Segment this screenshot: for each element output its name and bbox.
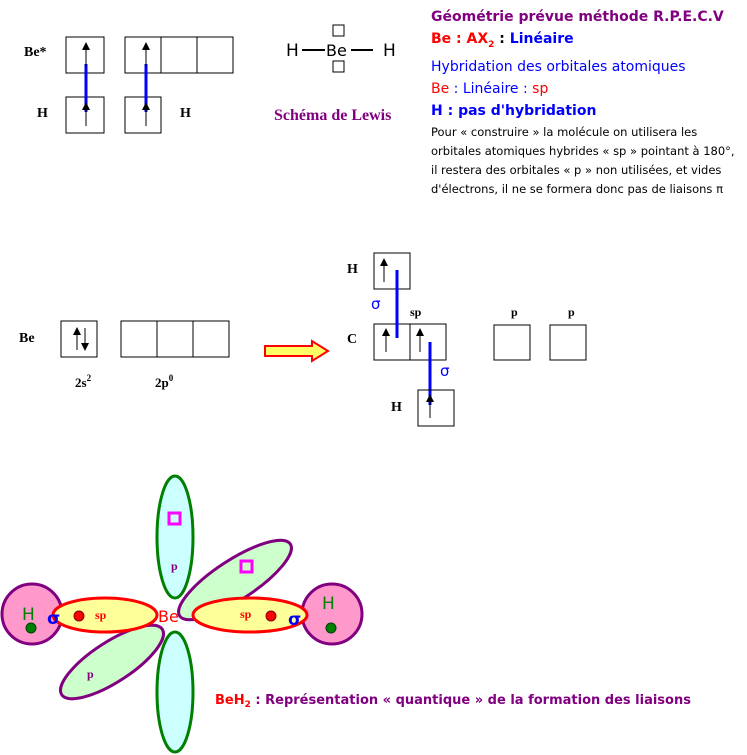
- empty-square-icon: [167, 511, 182, 526]
- 2s-box: [60, 320, 98, 358]
- lewis-caption: Schéma de Lewis: [274, 107, 391, 124]
- sp-orbital-right: [191, 596, 309, 634]
- sp-orbital-left: [51, 596, 159, 634]
- h-bottom-label: H: [391, 400, 402, 415]
- be-2p-box-1: [124, 36, 162, 74]
- info-line4: H : pas d'hybridation: [431, 102, 597, 119]
- p-orbital-bottom: [155, 630, 195, 754]
- sp-label: sp: [410, 305, 422, 319]
- 2p-sup: 0: [169, 373, 174, 383]
- h-left-label: H: [22, 605, 35, 625]
- p-bottom-label: p: [87, 667, 94, 681]
- lewis-h1: H: [286, 41, 299, 61]
- sigma-label: σ: [371, 295, 381, 313]
- sigma-left: σ: [47, 609, 60, 629]
- electron-dot: [325, 622, 337, 634]
- electron-dot: [73, 610, 85, 622]
- h-box-right: [124, 96, 162, 134]
- electron-dot: [25, 622, 37, 634]
- svg-text:2p0: 2p0: [155, 373, 174, 390]
- info-line2: Hybridation des orbitales atomiques: [431, 58, 686, 75]
- sp-right-label: sp: [240, 607, 252, 621]
- h-top-label: H: [347, 262, 358, 277]
- be-star-label: Be*: [24, 45, 47, 60]
- info-title: Géométrie prévue méthode R.P.E.C.V: [431, 9, 724, 25]
- electron-dot: [265, 610, 277, 622]
- h-label: H: [37, 106, 48, 121]
- hollow-arrow-icon: [264, 339, 330, 363]
- lewis-structure: H Be H Schéma de Lewis: [274, 24, 396, 124]
- hybridization-diagram: Be 2s2 2p0 H σ sp C p p σ H: [19, 252, 587, 427]
- 2s-label: 2s: [75, 375, 87, 390]
- sigma-right: σ: [288, 610, 301, 630]
- lewis-be: Be: [326, 41, 347, 60]
- h-orbital-right: [300, 582, 364, 646]
- info-paragraph: Pour « construire » la molécule on utili…: [431, 124, 735, 196]
- p-orbital-top: [155, 474, 195, 600]
- empty-orbital-square: [332, 60, 345, 73]
- lewis-h2: H: [383, 41, 396, 61]
- vsepr-info-panel: Géométrie prévue méthode R.P.E.C.V Be : …: [431, 6, 741, 199]
- c-label: C: [347, 332, 357, 347]
- sp-left-label: sp: [95, 608, 107, 622]
- info-line3: Be : Linéaire : sp: [431, 80, 549, 97]
- be-2p-box-2: [160, 36, 198, 74]
- empty-orbital-square: [332, 24, 345, 37]
- quantum-caption: BeH2 : Représentation « quantique » de l…: [215, 693, 691, 710]
- be-2p-box-3: [196, 36, 234, 74]
- h-right-label: H: [322, 594, 335, 614]
- p-label: p: [568, 305, 575, 319]
- be-center-label: Be: [158, 607, 179, 626]
- svg-text:2s2: 2s2: [75, 373, 92, 390]
- p-label: p: [511, 305, 518, 319]
- be-label: Be: [19, 331, 35, 346]
- p-top-label: p: [171, 559, 178, 573]
- sigma-label: σ: [440, 362, 450, 380]
- quantum-representation: H H σ σ sp sp Be p p BeH2 : Représentati…: [0, 474, 691, 754]
- p-orbital-diag-lower: [59, 623, 165, 701]
- empty-square-icon: [239, 559, 254, 574]
- 2s-sup: 2: [87, 373, 92, 383]
- 2p-label: 2p: [155, 375, 169, 390]
- info-line1: Be : AX2 : Linéaire: [431, 31, 574, 50]
- top-orbital-diagram: Be* H H: [24, 36, 234, 134]
- h-label: H: [180, 106, 191, 121]
